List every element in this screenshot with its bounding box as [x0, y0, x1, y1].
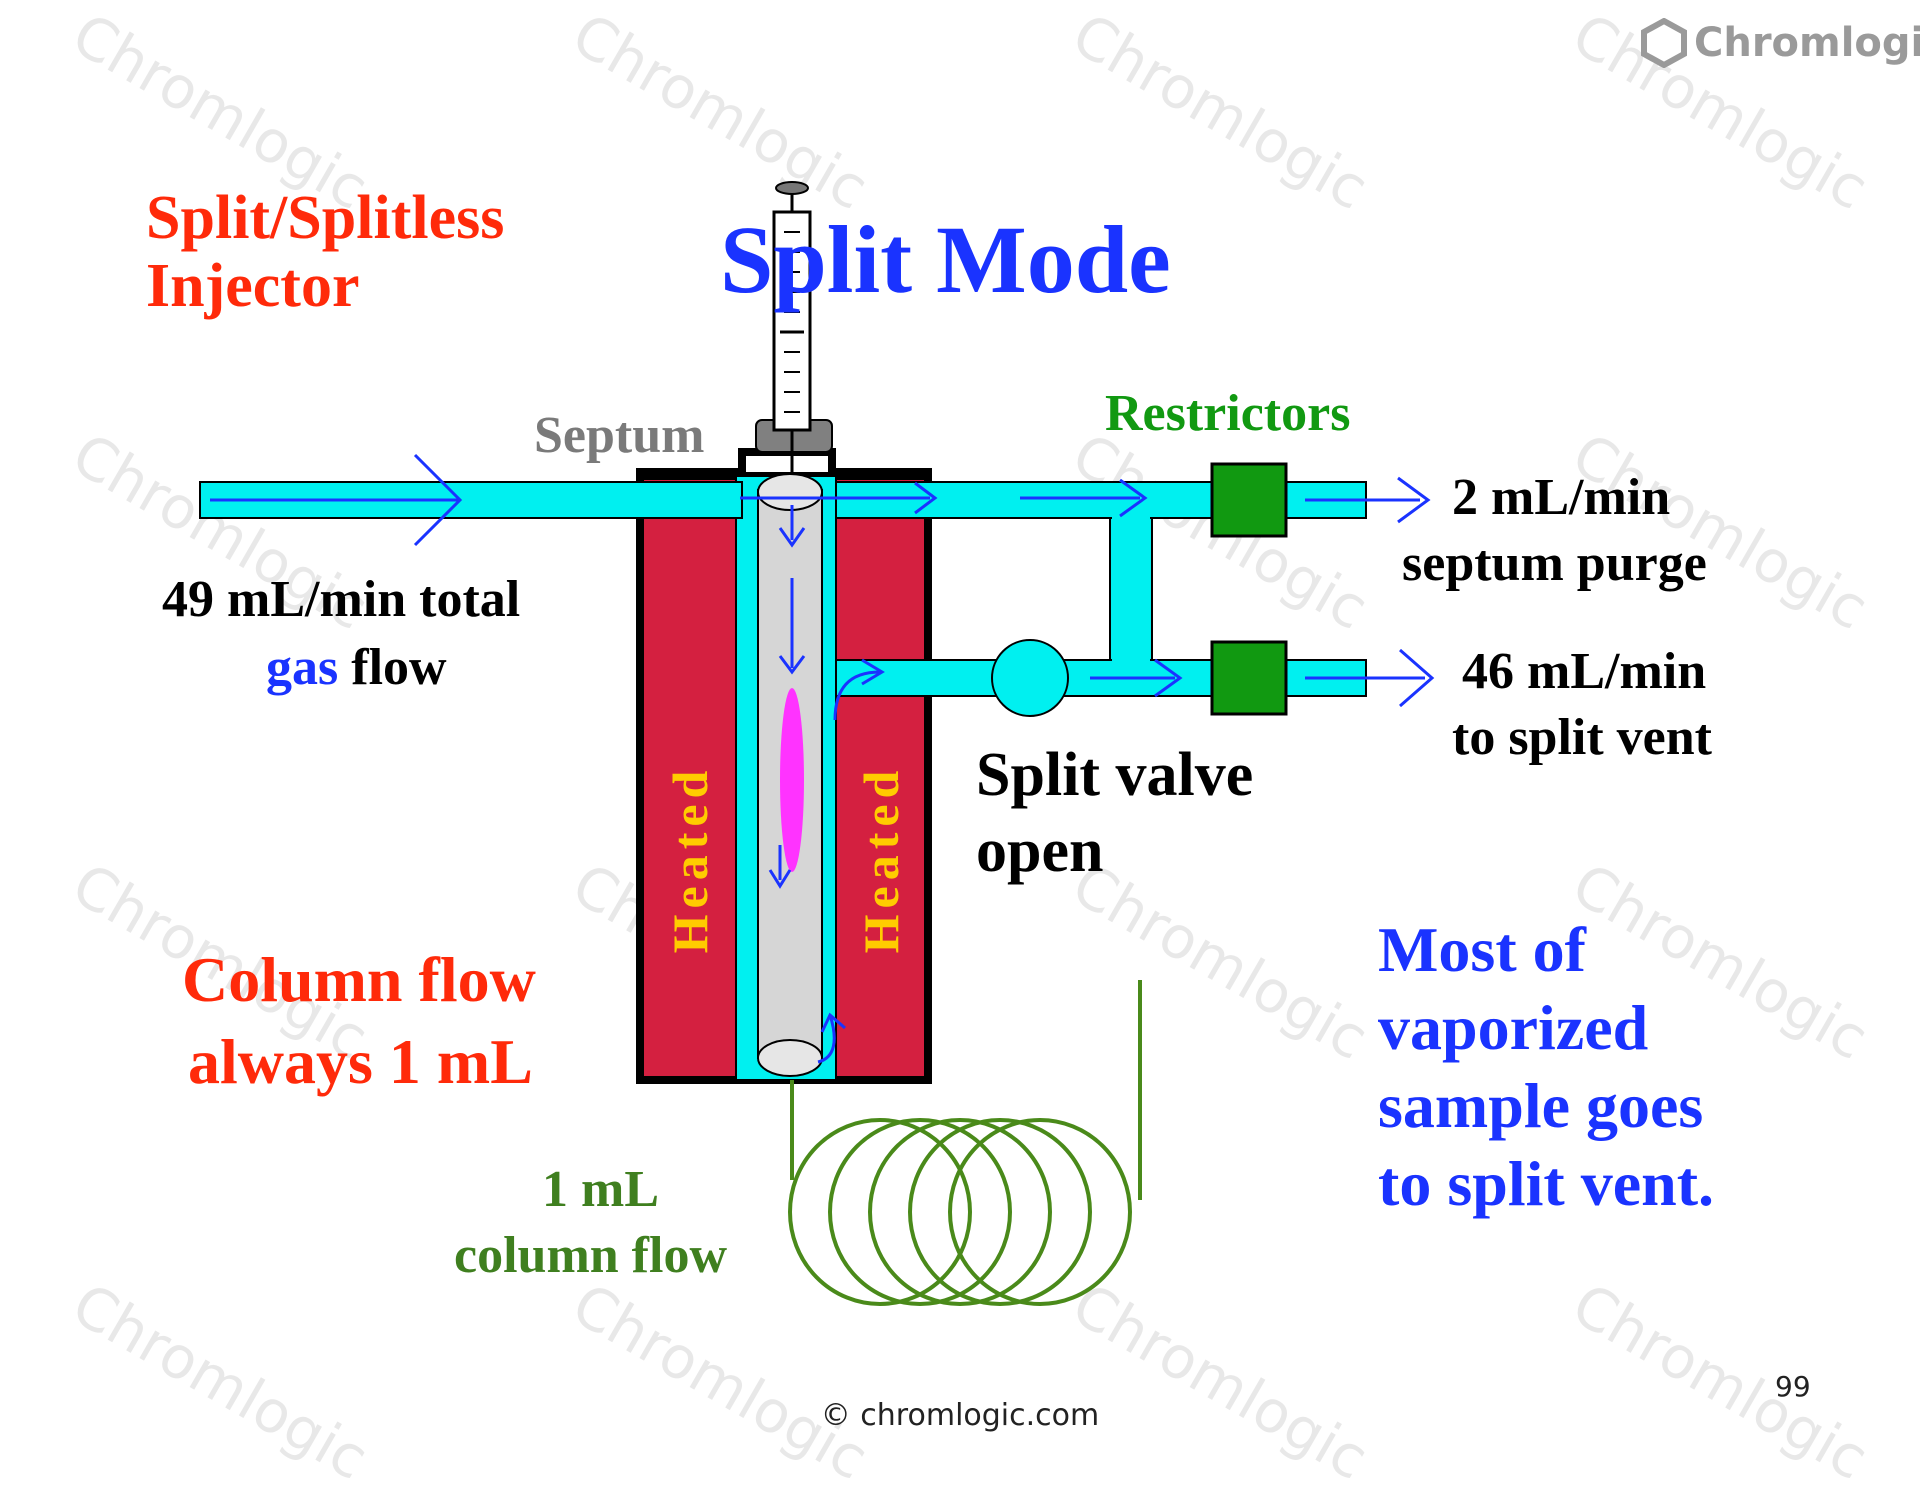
total-flow-label-line2: gas flow — [266, 642, 447, 694]
sample-note: Most of — [1378, 914, 1586, 985]
purge-flow-label: 2 mL/min — [1452, 469, 1671, 526]
column-flow-label: 1 mL — [542, 1161, 659, 1218]
hexagon-logo-icon — [1641, 18, 1687, 68]
split-valve-label: Split valve — [976, 741, 1254, 809]
connector-pipe — [1109, 517, 1153, 679]
heated-label-right: Heated — [853, 764, 909, 954]
brand-logo: Chromlogic — [1640, 18, 1920, 68]
septum-label: Septum — [534, 407, 705, 464]
split-valve — [991, 639, 1069, 717]
footer-copyright: © chromlogic.com — [820, 1398, 1100, 1433]
column-flow-note-line2: always 1 mL — [188, 1026, 533, 1097]
page-number: 99 — [1775, 1370, 1811, 1403]
sample-note-line3: sample goes — [1378, 1070, 1704, 1141]
vaporized-sample — [780, 688, 804, 872]
mode-title: Split Mode — [720, 206, 1171, 313]
logo-text: Chromlogic — [1694, 20, 1920, 66]
column-flow-note: Column flow — [182, 944, 536, 1015]
restrictor-split — [1210, 640, 1288, 716]
injector-diagram — [199, 181, 1435, 1306]
vent-flow-label-line2: to split vent — [1452, 709, 1712, 766]
syringe — [772, 181, 812, 505]
restrictor-purge — [1210, 462, 1288, 538]
slide: Chromlogic Chromlogic Chromlogic Chromlo… — [61, 0, 1920, 1493]
sample-note-line2: vaporized — [1378, 992, 1649, 1063]
restrictors-label: Restrictors — [1105, 385, 1351, 442]
split-valve-label-line2: open — [976, 817, 1104, 885]
sample-note-line4: to split vent. — [1378, 1148, 1714, 1219]
injector-title: Split/Splitless Injector — [146, 184, 505, 321]
flow-arrows — [210, 453, 1435, 1064]
gas-word: gas — [266, 639, 339, 696]
gas-inlet-pipe — [199, 481, 743, 519]
purge-flow-label-line2: septum purge — [1402, 535, 1707, 592]
column-flow-label-line2: column flow — [454, 1227, 727, 1284]
flow-word: flow — [338, 639, 447, 696]
vent-flow-label: 46 mL/min — [1462, 643, 1707, 700]
heated-label-left: Heated — [662, 764, 718, 954]
gc-column-coil — [788, 980, 1142, 1306]
total-flow-label: 49 mL/min total — [162, 571, 521, 628]
